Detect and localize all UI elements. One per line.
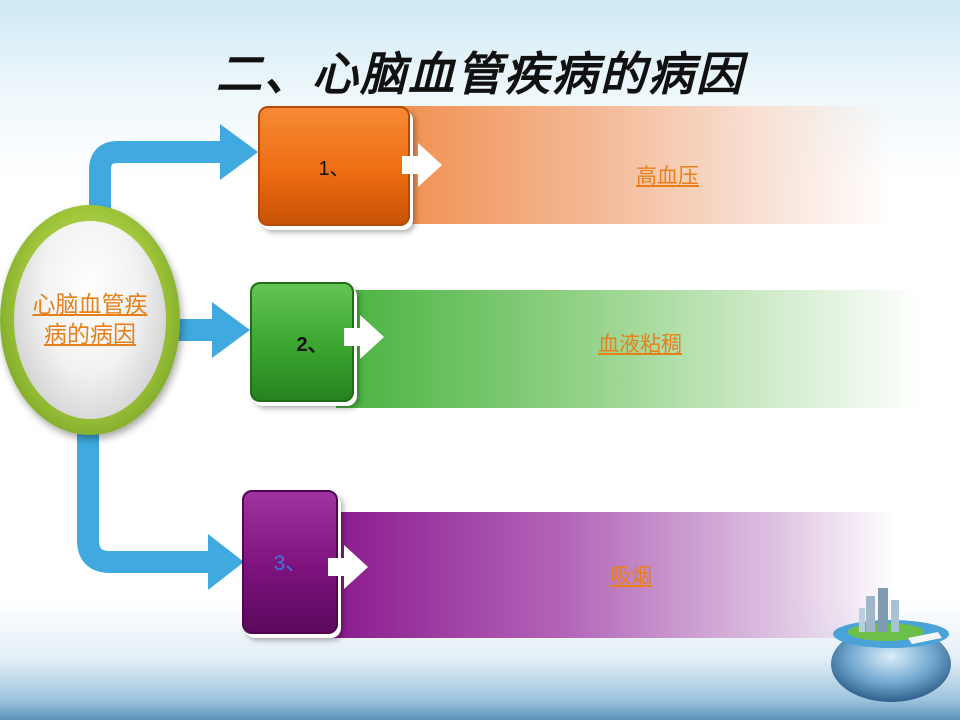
city-globe-icon — [831, 588, 951, 702]
cause-band-1 — [395, 106, 890, 224]
cause-link-1[interactable]: 高血压 — [636, 164, 699, 188]
cause-band-2 — [336, 290, 920, 408]
cause-number-2: 2、 — [296, 333, 328, 356]
arrow-right-icon — [344, 315, 384, 359]
arrowhead-2 — [212, 302, 250, 358]
arrow-right-icon — [402, 143, 442, 187]
arrow-right-icon — [328, 545, 368, 589]
cause-link-3[interactable]: 吸烟 — [610, 564, 652, 588]
connector-to-cause-3 — [77, 430, 210, 573]
cause-badge-2: 2、 — [250, 282, 354, 402]
slide-title: 二、心脑血管疾病的病因 — [216, 47, 744, 101]
cause-band-3 — [330, 512, 896, 638]
hub-circle: 心脑血管疾病的病因 — [0, 205, 180, 435]
arrowhead-1 — [220, 124, 258, 180]
hub-inner: 心脑血管疾病的病因 — [14, 221, 166, 419]
cause-number-3: 3、 — [273, 552, 307, 575]
cause-number-1: 1、 — [318, 157, 350, 180]
cause-badge-1: 1、 — [258, 106, 410, 226]
arrowhead-3 — [208, 534, 244, 590]
hub-label-link[interactable]: 心脑血管疾病的病因 — [32, 292, 148, 348]
cause-badge-3: 3、 — [242, 490, 338, 634]
connector-to-cause-1 — [89, 141, 222, 210]
cause-link-2[interactable]: 血液粘稠 — [598, 332, 682, 356]
